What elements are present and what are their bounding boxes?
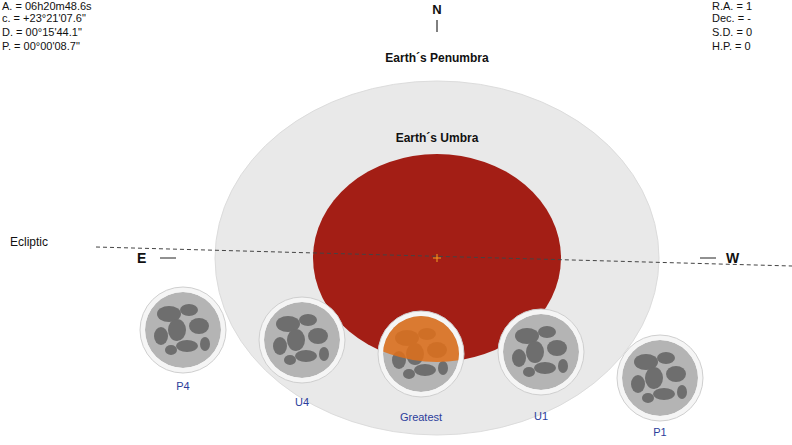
moon-disk — [622, 340, 698, 416]
east-dash — [160, 258, 176, 259]
moon-shape — [377, 310, 465, 398]
moon-mare — [538, 326, 556, 338]
moon-mare — [308, 328, 328, 344]
moon-halo — [259, 297, 345, 383]
phase-label: P1 — [653, 426, 666, 439]
moon-halo — [140, 287, 226, 373]
phase-label: U1 — [534, 410, 548, 423]
moon-mare — [512, 349, 526, 367]
penumbra-ellipse — [215, 81, 659, 435]
west-dash — [700, 258, 716, 259]
ecliptic-line — [96, 247, 792, 266]
moon-mare — [165, 345, 177, 355]
moon-disk — [145, 292, 221, 368]
moon-mare — [295, 350, 317, 362]
moon-mare — [677, 385, 687, 399]
ephemeris-value: R.A. = 1 — [712, 0, 752, 13]
compass-east: E — [137, 250, 146, 266]
moon-mare — [273, 337, 287, 355]
moon-mare — [168, 319, 186, 341]
moon-mare — [653, 388, 675, 400]
moon-mare — [299, 314, 317, 326]
ephemeris-value: H.P. = 0 — [712, 40, 751, 53]
moon-mare — [176, 340, 198, 352]
moon-mare — [287, 329, 305, 351]
umbra-tint — [313, 154, 561, 362]
moon-mare — [666, 366, 686, 382]
compass-north: N — [432, 3, 441, 18]
ephemeris-value: S.D. = 0 — [712, 26, 752, 39]
phase-label: P4 — [176, 380, 189, 393]
moon-position: U1 — [497, 308, 585, 396]
compass-west: W — [726, 250, 739, 266]
moon-position: P4 — [139, 286, 227, 374]
moon-shape — [258, 296, 346, 384]
ecliptic-label: Ecliptic — [10, 236, 48, 250]
moon-mare — [200, 337, 210, 351]
moon-mare — [534, 362, 556, 374]
moon-mare — [526, 341, 544, 363]
moon-halo — [498, 309, 584, 395]
moon-mare — [189, 318, 209, 334]
moon-disk — [264, 302, 340, 378]
moon-shape — [139, 286, 227, 374]
moon-mare — [631, 375, 645, 393]
moon-disk — [503, 314, 579, 390]
region-label: Earth´s Umbra — [396, 132, 479, 146]
north-tick — [437, 20, 438, 32]
ephemeris-value: c. = +23°21'07.6" — [2, 12, 86, 25]
moon-mare — [645, 367, 663, 389]
phase-label: Greatest — [400, 411, 442, 424]
moon-mare — [642, 393, 654, 403]
moon-mare — [180, 304, 198, 316]
moon-shape — [616, 334, 704, 422]
region-label: Earth´s Penumbra — [385, 52, 488, 66]
moon-position: P1 — [616, 334, 704, 422]
moon-shape — [497, 308, 585, 396]
center-mark — [433, 254, 441, 262]
moon-mare — [558, 359, 568, 373]
moon-mare — [319, 347, 329, 361]
moon-mare — [284, 355, 296, 365]
ephemeris-value: A. = 06h20m48.6s — [2, 0, 92, 13]
moon-halo — [617, 335, 703, 421]
moon-mare — [657, 352, 675, 364]
umbra-ellipse — [313, 154, 561, 362]
moon-position: Greatest — [377, 310, 465, 398]
moon-mare — [414, 364, 436, 376]
moon-mare — [438, 361, 448, 375]
moon-mare — [154, 327, 168, 345]
moon-mare — [523, 367, 535, 377]
moon-mare — [403, 369, 415, 379]
ephemeris-value: D. = 00°15'44.1" — [2, 26, 82, 39]
moon-mare — [547, 340, 567, 356]
phase-label: U4 — [295, 396, 309, 409]
ephemeris-value: Dec. = - — [712, 12, 751, 25]
ephemeris-value: P. = 00°00'08.7" — [2, 40, 80, 53]
moon-position: U4 — [258, 296, 346, 384]
